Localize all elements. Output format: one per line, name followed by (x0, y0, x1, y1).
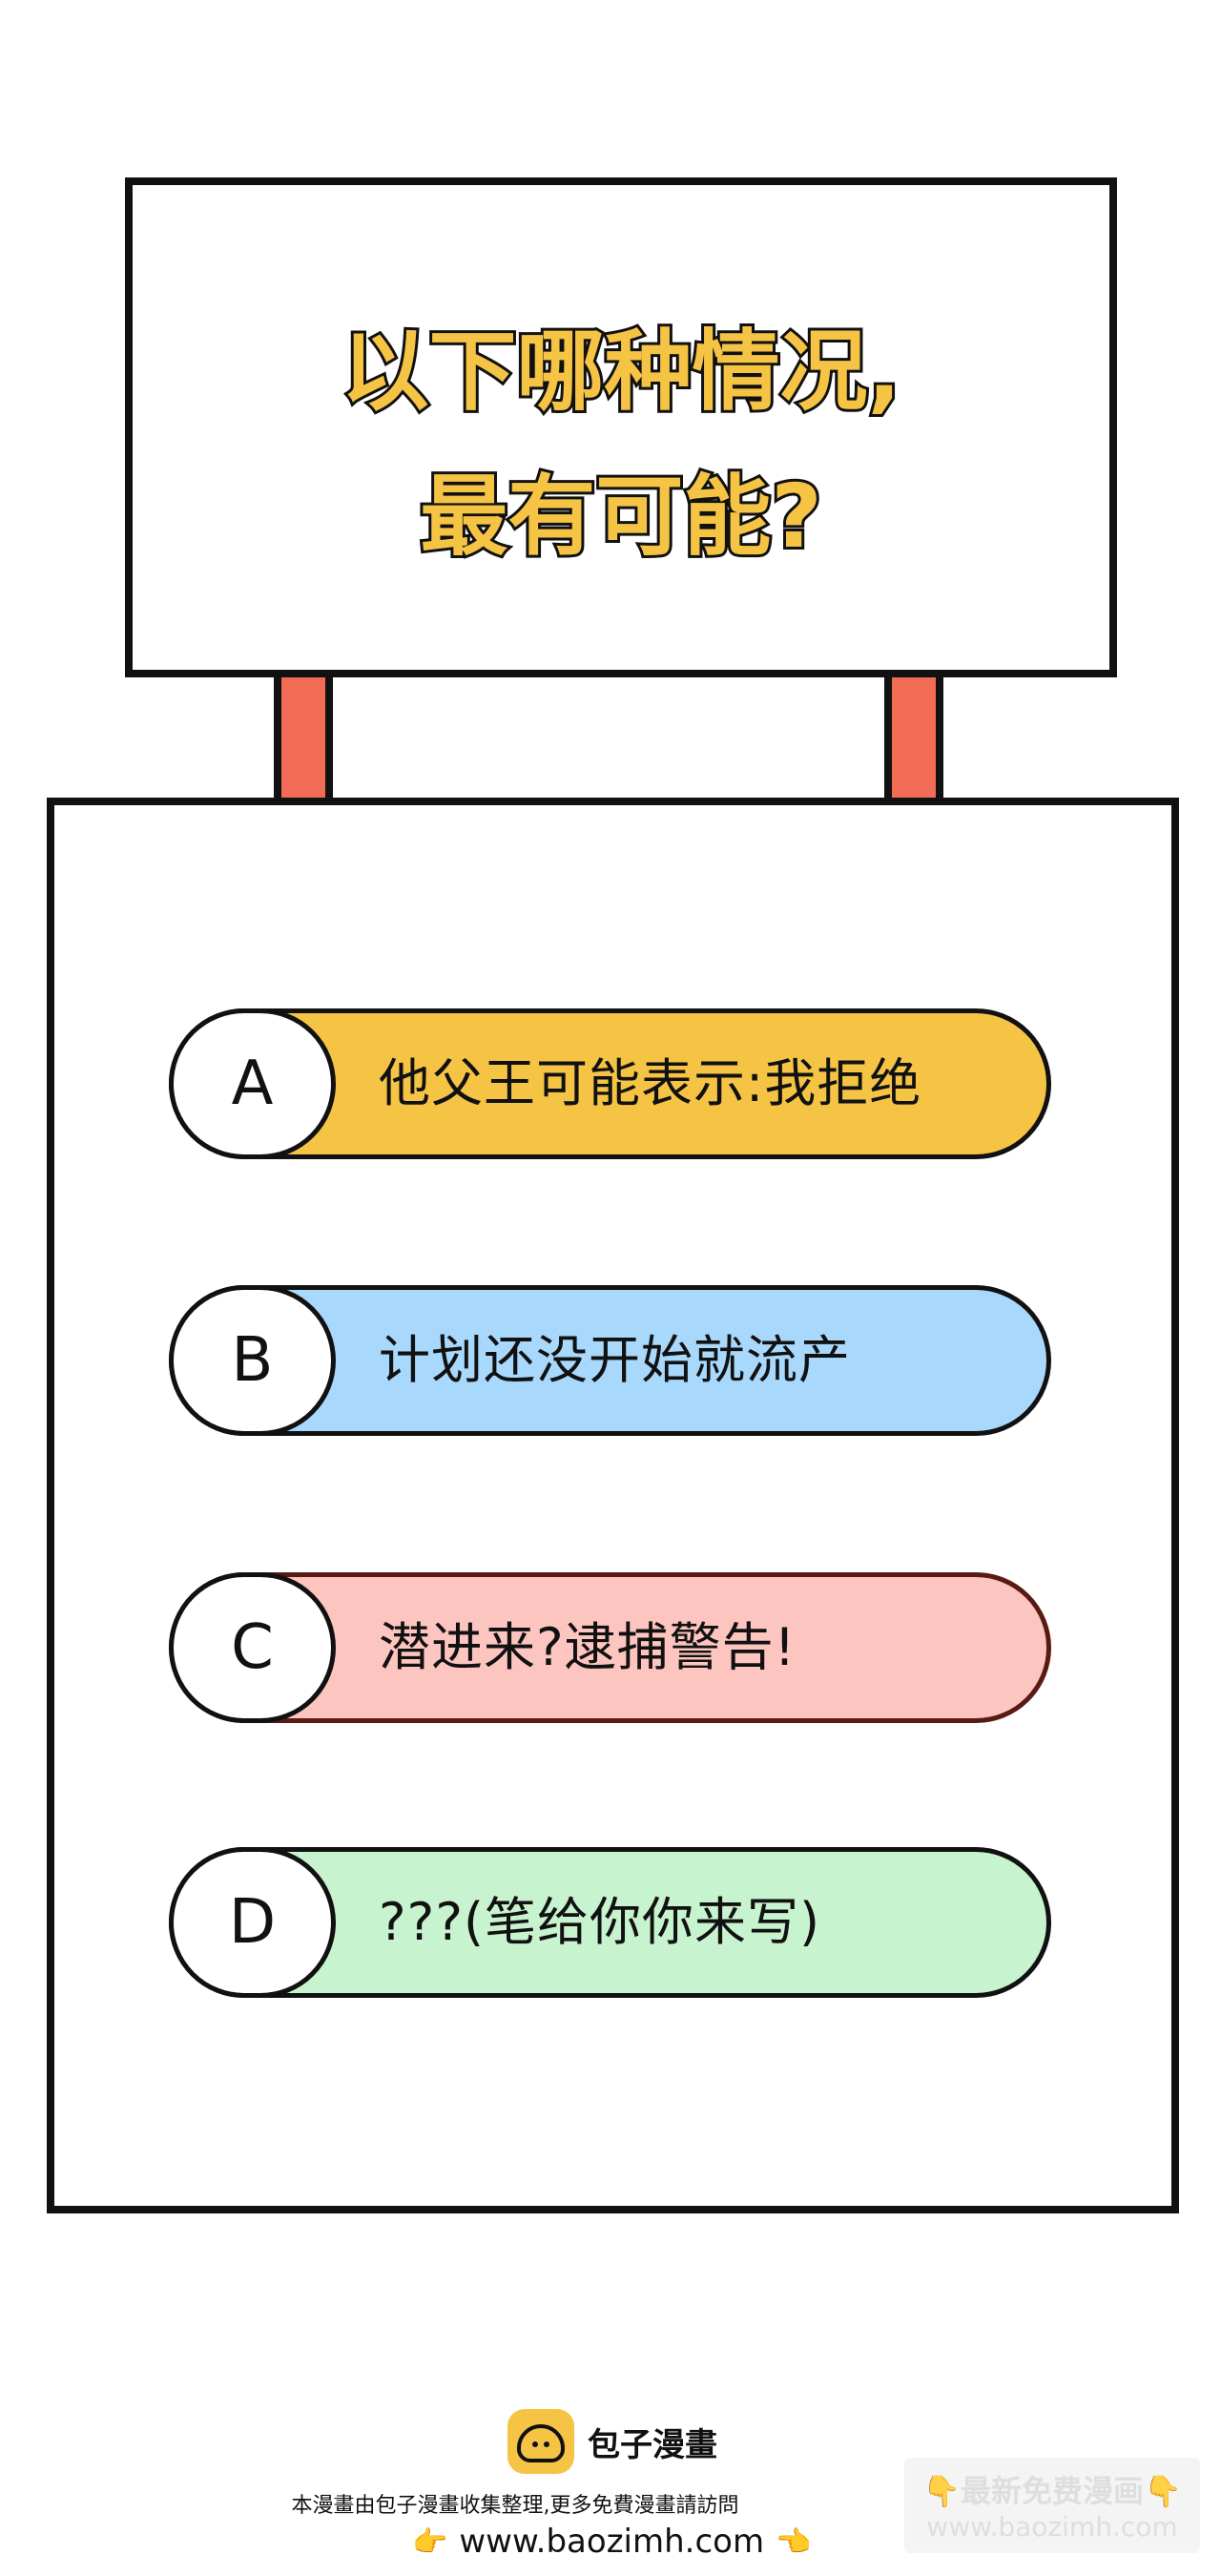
option-b-text: 计划还没开始就流产 (379, 1330, 851, 1390)
site-link-row[interactable]: 👉 www.baozimh.com 👈 (412, 2523, 811, 2561)
bun-icon (507, 2409, 574, 2474)
question-title: 以下哪种情况, 最有可能? (133, 300, 1109, 590)
option-b[interactable]: B 计划还没开始就流产 (169, 1285, 1051, 1436)
question-title-line2: 最有可能? (417, 463, 824, 571)
pointing-left-icon: 👈 (776, 2524, 812, 2559)
footer: 包子漫畫 本漫畫由包子漫畫收集整理,更多免費漫畫請訪問 👉 www.baozim… (0, 2404, 1221, 2576)
source-notice: 本漫畫由包子漫畫收集整理,更多免費漫畫請訪問 (291, 2494, 739, 2518)
option-a[interactable]: A 他父王可能表示:我拒绝 (169, 1008, 1051, 1159)
sign-post-left (274, 677, 333, 801)
watermark: 👇最新免费漫画👇 www.baozimh.com (904, 2458, 1200, 2553)
pointing-right-icon: 👉 (412, 2524, 448, 2559)
option-c-letter: C (169, 1572, 336, 1723)
option-c-text: 潜进来?逮捕警告! (379, 1617, 797, 1677)
option-c[interactable]: C 潜进来?逮捕警告! (169, 1572, 1051, 1723)
option-a-text: 他父王可能表示:我拒绝 (379, 1053, 922, 1113)
sign-post-right (884, 677, 943, 801)
brand-name: 包子漫畫 (588, 2425, 717, 2464)
option-b-letter: B (169, 1285, 336, 1436)
option-d[interactable]: D ???(笔给你你来写) (169, 1847, 1051, 1998)
option-a-letter: A (169, 1008, 336, 1159)
quiz-sign: 以下哪种情况, 最有可能? (125, 177, 1117, 677)
question-title-line1: 以下哪种情况, (339, 318, 904, 426)
site-url-link[interactable]: www.baozimh.com (459, 2523, 765, 2561)
option-d-letter: D (169, 1847, 336, 1998)
option-d-text: ???(笔给你你来写) (379, 1892, 821, 1952)
watermark-line2: www.baozimh.com (926, 2511, 1178, 2543)
brand-logo[interactable]: 包子漫畫 (507, 2408, 717, 2475)
watermark-line1: 👇最新免费漫画👇 (922, 2473, 1182, 2509)
